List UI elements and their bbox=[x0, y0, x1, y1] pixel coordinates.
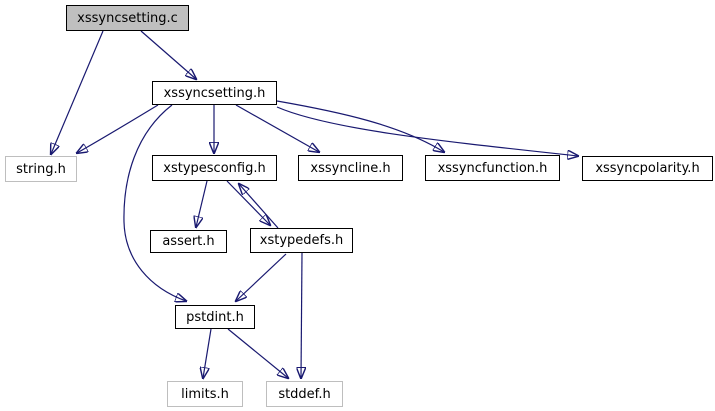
node-pstdint-h[interactable]: pstdint.h bbox=[175, 305, 255, 329]
edge-xssyncsetting-h-to-xssyncpolarity-h bbox=[276, 106, 578, 156]
edge-pstdint-h-to-stddef-h bbox=[227, 328, 288, 378]
edge-xssyncsetting-c-to-xssyncsetting-h bbox=[140, 30, 196, 79]
node-xssyncline-h[interactable]: xssyncline.h bbox=[298, 155, 403, 181]
node-string-h: string.h bbox=[5, 156, 77, 182]
edge-xssyncsetting-h-to-pstdint-h bbox=[123, 104, 186, 301]
node-xssyncsetting-c: xssyncsetting.c bbox=[66, 5, 189, 31]
edge-xssyncsetting-h-to-xssyncline-h bbox=[235, 104, 319, 152]
edge-pstdint-h-to-limits-h bbox=[203, 328, 212, 378]
edge-xstypedefs-h-to-pstdint-h bbox=[236, 253, 287, 301]
node-xstypedefs-h[interactable]: xstypedefs.h bbox=[250, 228, 353, 253]
edge-xstypesconfig-h-to-assert-h bbox=[196, 180, 208, 227]
node-xstypesconfig-h[interactable]: xstypesconfig.h bbox=[152, 155, 277, 181]
edge-xssyncsetting-h-to-xssyncfunction-h bbox=[276, 100, 444, 152]
edge-xssyncsetting-c-to-string-h bbox=[51, 30, 104, 154]
edge-xstypedefs-h-to-xstypesconfig-h bbox=[239, 184, 279, 229]
edge-xstypedefs-h-to-stddef-h bbox=[301, 252, 302, 378]
node-assert-h[interactable]: assert.h bbox=[150, 230, 227, 253]
node-xssyncpolarity-h[interactable]: xssyncpolarity.h bbox=[582, 156, 713, 181]
node-limits-h: limits.h bbox=[167, 381, 243, 407]
node-xssyncsetting-h[interactable]: xssyncsetting.h bbox=[152, 81, 277, 105]
edge-xstypesconfig-h-to-xstypedefs-h bbox=[226, 180, 270, 225]
node-stddef-h: stddef.h bbox=[266, 381, 343, 407]
node-xssyncfunction-h[interactable]: xssyncfunction.h bbox=[425, 155, 560, 181]
edge-xssyncsetting-h-to-string-h bbox=[77, 104, 159, 153]
